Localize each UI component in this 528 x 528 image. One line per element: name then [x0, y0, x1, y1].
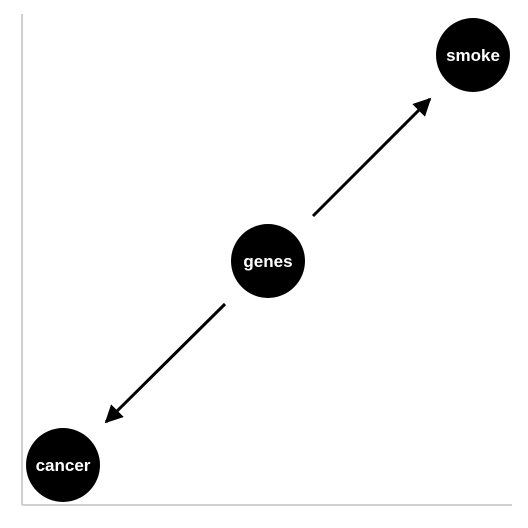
node-genes: genes — [231, 224, 305, 298]
node-smoke: smoke — [436, 18, 510, 92]
node-cancer: cancer — [26, 428, 100, 502]
edge-genes-to-smoke — [311, 97, 432, 218]
node-genes-circle — [231, 224, 305, 298]
node-smoke-circle — [436, 18, 510, 92]
node-genes-label: genes — [243, 252, 292, 271]
node-cancer-circle — [26, 428, 100, 502]
node-smoke-label: smoke — [446, 46, 500, 65]
edge-genes-to-cancer — [104, 302, 227, 424]
node-cancer-label: cancer — [36, 456, 91, 475]
edges-group — [104, 97, 432, 424]
